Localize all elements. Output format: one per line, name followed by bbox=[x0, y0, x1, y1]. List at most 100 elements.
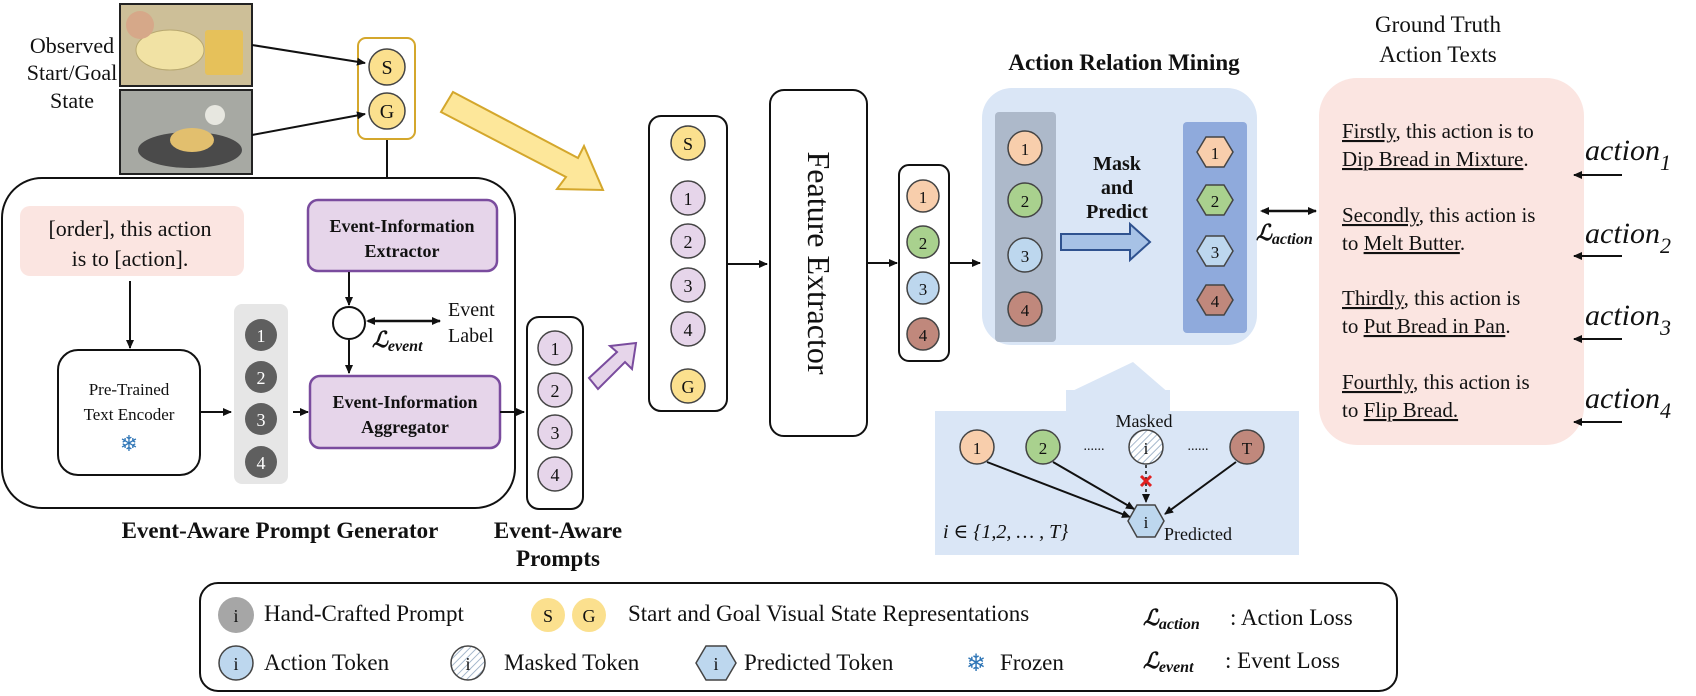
mining-token-1-label: 1 bbox=[1021, 140, 1030, 159]
feature-token-3 bbox=[906, 271, 940, 305]
predicted-hex-4 bbox=[1196, 284, 1234, 316]
hand-crafted-token-3-label: 3 bbox=[257, 410, 266, 430]
template-line2: is to [action]. bbox=[72, 246, 189, 271]
feature-token-1-label: 1 bbox=[919, 188, 928, 207]
ground-truth-entry-1: Firstly, this action is to Dip Bread in … bbox=[1342, 119, 1534, 171]
action-labels: action1 action2 action3 action4 bbox=[1573, 134, 1671, 426]
predicted-hex-tokens: 1 2 3 4 bbox=[1196, 136, 1234, 316]
action-4-label: action4 bbox=[1585, 382, 1671, 423]
legend-action-token-glyph: i bbox=[233, 654, 238, 674]
mining-token-3 bbox=[1007, 237, 1043, 273]
observed-label-line3: State bbox=[50, 88, 94, 113]
detail-predicted-token bbox=[1127, 504, 1165, 538]
event-label-line1: Event bbox=[448, 299, 495, 321]
blocked-cross-icon bbox=[1139, 474, 1153, 488]
hand-crafted-token-1-label: 1 bbox=[257, 326, 266, 346]
event-info-aggregator bbox=[308, 374, 502, 450]
legend-row-2: i Action Token i Masked Token i Predicte… bbox=[218, 645, 1340, 681]
mining-token-4 bbox=[1007, 291, 1043, 327]
gt3-line2: to Put Bread in Pan. bbox=[1342, 314, 1511, 338]
detail-token-first bbox=[959, 429, 995, 465]
goal-state-token-label: G bbox=[380, 101, 394, 123]
detail-arrow-first bbox=[986, 461, 1131, 518]
event-aware-prompt-1-label: 1 bbox=[551, 339, 560, 359]
text-encoder-line1: Pre-Trained bbox=[89, 380, 170, 399]
event-aware-prompt-1 bbox=[537, 330, 573, 366]
observed-start-image bbox=[119, 3, 253, 87]
mining-input-tokens: 1 2 3 4 bbox=[1007, 130, 1043, 327]
legend-action-token-text: Action Token bbox=[264, 650, 390, 675]
seq-prompt-2-label: 2 bbox=[684, 232, 693, 252]
seq-prompt-4 bbox=[670, 311, 706, 347]
feature-token-2-label: 2 bbox=[919, 234, 928, 253]
goal-state-token bbox=[368, 92, 406, 130]
ground-truth-entry-2: Secondly, this action is to Melt Butter. bbox=[1342, 203, 1535, 255]
mask-predict-line2: and bbox=[1101, 177, 1133, 199]
legend-row-1: i Hand-Crafted Prompt S G Start and Goal… bbox=[218, 597, 1353, 633]
mask-predict-line1: Mask bbox=[1093, 153, 1142, 175]
mining-token-1 bbox=[1007, 130, 1043, 166]
mining-token-2-label: 2 bbox=[1021, 192, 1030, 211]
hand-crafted-token-2 bbox=[245, 361, 277, 393]
observed-label-line2: Start/Goal bbox=[27, 60, 117, 85]
event-aware-prompt-3-label: 3 bbox=[551, 423, 560, 443]
action-relation-mining-title: Action Relation Mining bbox=[1008, 50, 1240, 75]
masked-detail-tokens: 1 2 ...... i ...... T bbox=[959, 429, 1265, 465]
legend-hand-crafted-text: Hand-Crafted Prompt bbox=[264, 601, 465, 626]
feature-token-2 bbox=[906, 225, 940, 259]
masked-detail-pointer bbox=[1066, 362, 1170, 394]
purple-flow-arrow bbox=[587, 341, 638, 391]
masked-label: Masked bbox=[1116, 411, 1173, 431]
predicted-hex-1-label: 1 bbox=[1211, 144, 1220, 163]
observed-goal-image bbox=[119, 89, 253, 175]
legend-masked-token-icon bbox=[450, 645, 486, 681]
legend-predicted-token-glyph: i bbox=[713, 654, 718, 674]
detail-dots-1: ...... bbox=[1084, 439, 1105, 454]
predicted-label: Predicted bbox=[1164, 524, 1232, 544]
legend-predicted-token-icon bbox=[695, 645, 737, 681]
gt2-line1: Secondly, this action is bbox=[1342, 203, 1535, 227]
seq-prompt-1-label: 1 bbox=[684, 189, 693, 209]
seq-prompt-2 bbox=[670, 223, 706, 259]
legend-hand-crafted-glyph: i bbox=[233, 606, 238, 626]
ground-truth-title2: Action Texts bbox=[1379, 42, 1496, 67]
event-label-line2: Label bbox=[448, 325, 494, 347]
legend-state-s-glyph: S bbox=[543, 606, 553, 626]
mining-token-2 bbox=[1007, 182, 1043, 218]
detail-masked-token bbox=[1128, 429, 1164, 465]
legend-action-token-icon bbox=[218, 645, 254, 681]
text-encoder-box bbox=[57, 349, 201, 476]
hand-crafted-token-2-label: 2 bbox=[257, 368, 266, 388]
legend-state-repr-text: Start and Goal Visual State Representati… bbox=[628, 601, 1029, 626]
event-aware-prompt-tokens: 1 2 3 4 bbox=[537, 330, 573, 492]
hand-crafted-token-4-label: 4 bbox=[257, 453, 266, 473]
detail-predicted-token-label: i bbox=[1144, 513, 1149, 532]
gt2-line2: to Melt Butter. bbox=[1342, 231, 1465, 255]
start-state-token-label: S bbox=[381, 57, 392, 79]
seq-goal-token-label: G bbox=[682, 377, 695, 397]
mask-predict-line3: Predict bbox=[1086, 201, 1148, 223]
seq-prompt-1 bbox=[670, 180, 706, 216]
legend-state-g-icon bbox=[572, 598, 606, 632]
seq-prompt-4-label: 4 bbox=[684, 320, 693, 340]
predicted-hex-1 bbox=[1196, 136, 1234, 168]
predicted-hex-4-label: 4 bbox=[1211, 292, 1220, 311]
legend-snowflake-icon: ❄ bbox=[966, 651, 986, 677]
feature-token-4 bbox=[906, 317, 940, 351]
arrow-goal-image bbox=[251, 111, 366, 136]
gt1-line2: Dip Bread in Mixture. bbox=[1342, 147, 1529, 171]
ground-truth-title1: Ground Truth bbox=[1375, 12, 1501, 37]
legend-state-g-glyph: G bbox=[583, 606, 596, 626]
event-aware-prompt-4-label: 4 bbox=[551, 465, 560, 485]
legend-masked-token-glyph: i bbox=[465, 654, 470, 674]
feature-token-1 bbox=[906, 179, 940, 213]
action-3-label: action3 bbox=[1585, 299, 1671, 340]
seq-prompt-3 bbox=[670, 267, 706, 303]
event-aware-prompt-3 bbox=[537, 414, 573, 450]
event-aware-prompt-2 bbox=[537, 372, 573, 408]
seq-start-token bbox=[670, 125, 706, 161]
detail-token-second bbox=[1025, 429, 1061, 465]
predicted-hex-2 bbox=[1196, 184, 1234, 216]
event-node bbox=[332, 306, 366, 340]
event-info-aggregator-line2: Aggregator bbox=[361, 417, 449, 437]
